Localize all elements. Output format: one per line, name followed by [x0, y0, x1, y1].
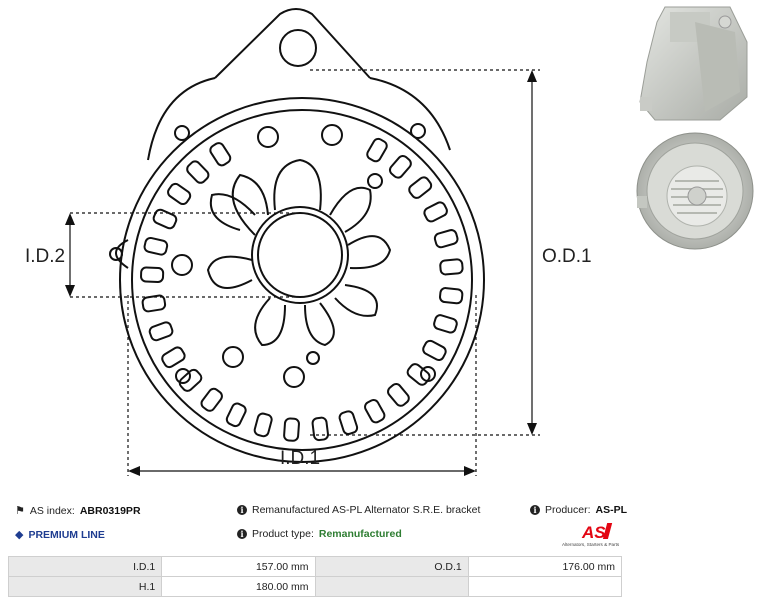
premium-line-row: ◆ PREMIUM LINE	[15, 528, 105, 542]
vent-slot	[152, 208, 178, 230]
product-type-value: Remanufactured	[318, 528, 402, 540]
info-icon: i	[237, 505, 247, 515]
as-index-value: ABR0319PR	[79, 504, 141, 517]
technical-drawing: O.D.1 I.D.2 I.D.1	[25, 8, 592, 476]
vent-slot	[140, 266, 165, 283]
specification-table: I.D.1 157.00 mm O.D.1 176.00 mm H.1 180.…	[7, 556, 623, 597]
product-description: Remanufactured AS-PL Alternator S.R.E. b…	[252, 504, 481, 516]
vent-slot	[388, 154, 412, 179]
vent-slot	[283, 417, 300, 442]
vent-slot	[311, 416, 329, 442]
vent-slot	[406, 363, 431, 386]
diamond-icon: ◆	[15, 529, 24, 541]
vent-slot	[433, 314, 458, 334]
spec-value: 176.00 mm	[467, 556, 623, 577]
spec-value: 157.00 mm	[161, 556, 316, 577]
vent-slot	[364, 398, 386, 424]
premium-line-label: PREMIUM LINE	[28, 528, 105, 541]
producer-label: Producer:	[545, 504, 591, 516]
vent-slot	[338, 410, 359, 435]
spec-label: H.1	[7, 576, 163, 597]
vent-slot	[408, 176, 433, 199]
as-index-label: AS index:	[29, 504, 75, 517]
vent-slot	[433, 229, 459, 249]
vent-slot	[167, 182, 192, 206]
vent-slot	[200, 387, 223, 412]
table-row: H.1 180.00 mm	[7, 576, 623, 597]
table-row: I.D.1 157.00 mm O.D.1 176.00 mm	[7, 556, 623, 577]
logo-mark: AS	[581, 523, 606, 542]
vent-slot	[178, 368, 203, 392]
vent-slot	[366, 137, 388, 163]
vent-slot	[225, 402, 247, 428]
dimension-label-id2: I.D.2	[25, 246, 65, 267]
logo-tagline: Alternators, Starters & Parts	[562, 542, 620, 547]
vent-slot	[186, 160, 210, 184]
vent-slot	[161, 346, 186, 369]
dimension-label-id1: I.D.1	[280, 448, 320, 469]
vent-slot	[439, 287, 464, 305]
vent-slot	[422, 339, 447, 362]
spec-value	[467, 576, 623, 597]
product-type-row: i Product type: Remanufactured	[237, 528, 402, 540]
spec-label: O.D.1	[314, 556, 469, 577]
product-type-label: Product type:	[252, 528, 314, 540]
spec-label: I.D.1	[7, 556, 163, 577]
vent-slot	[423, 201, 448, 223]
tag-icon: ⚑	[15, 505, 25, 517]
vent-slot	[148, 321, 174, 342]
product-photo-side	[639, 6, 748, 121]
spec-value: 180.00 mm	[161, 576, 316, 597]
product-photo-front	[636, 132, 754, 250]
vent-slot	[387, 383, 410, 407]
producer-value: AS-PL	[595, 504, 628, 516]
vent-slot	[209, 142, 232, 167]
vent-slot	[143, 236, 169, 256]
vent-slot	[141, 294, 167, 313]
info-icon: i	[237, 529, 247, 539]
spec-label	[314, 576, 469, 597]
description-row: i Remanufactured AS-PL Alternator S.R.E.…	[237, 504, 480, 516]
info-icon: i	[530, 505, 540, 515]
producer-row: i Producer: AS-PL	[530, 504, 627, 516]
as-index-row: ⚑ AS index: ABR0319PR	[15, 504, 141, 518]
as-pl-logo: AS Alternators, Starters & Parts	[562, 523, 620, 547]
vent-slot	[253, 412, 273, 438]
dimension-label-od1: O.D.1	[542, 246, 592, 267]
vent-slot	[439, 258, 464, 276]
